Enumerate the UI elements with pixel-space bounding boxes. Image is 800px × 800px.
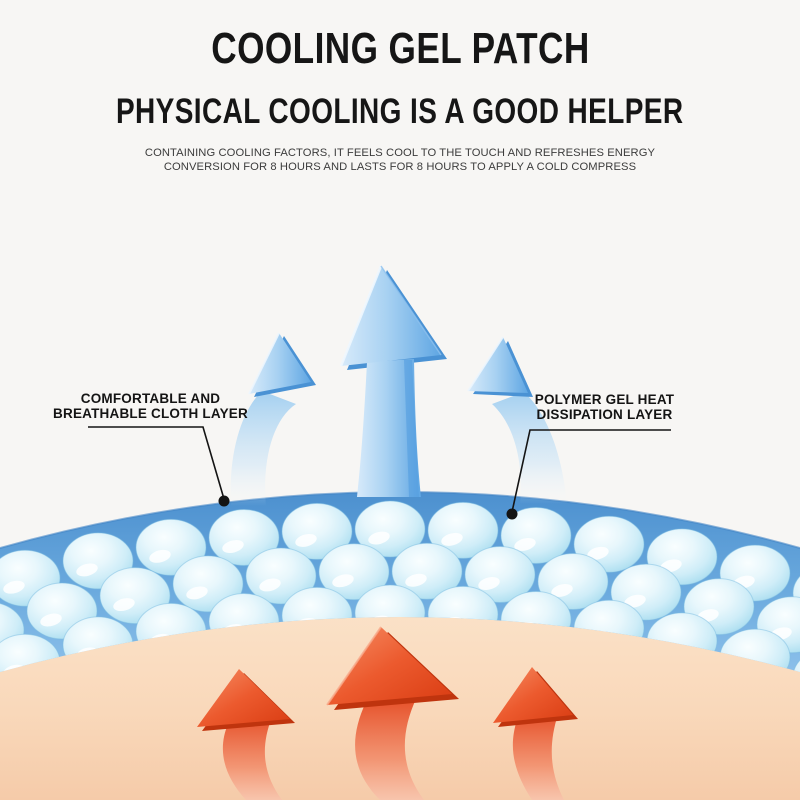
description: CONTAINING COOLING FACTORS, IT FEELS COO… [0, 147, 800, 174]
description-line-1: CONTAINING COOLING FACTORS, IT FEELS COO… [144, 147, 656, 159]
gel-layer-label-line-2: DISSIPATION LAYER [536, 407, 673, 422]
description-line-2: CONVERSION FOR 8 HOURS AND LASTS FOR 8 H… [163, 160, 637, 173]
leader-dot-left [218, 495, 230, 507]
callout-gel-layer: POLYMER GEL HEAT DISSIPATION LAYER [492, 392, 717, 422]
cool-arrow-left-icon [230, 332, 316, 506]
heat-arrow-right-icon [493, 667, 578, 800]
cool-arrow-right-icon [467, 336, 567, 504]
page-title-text: COOLING GEL PATCH [210, 24, 590, 73]
heat-arrow-center-icon [326, 626, 459, 800]
cloth-layer-label-line-2: BREATHABLE CLOTH LAYER [53, 406, 248, 421]
cool-arrow-center-icon [339, 265, 447, 497]
leader-dot-right [506, 508, 518, 520]
leader-line-left [88, 426, 230, 507]
gel-layer-label-line-1: POLYMER GEL HEAT [534, 392, 675, 407]
page-title: COOLING GEL PATCH [0, 24, 800, 74]
cloth-layer-label-line-1: COMFORTABLE AND [80, 391, 221, 406]
page-subtitle-text: PHYSICAL COOLING IS A GOOD HELPER [116, 92, 684, 131]
page-subtitle: PHYSICAL COOLING IS A GOOD HELPER [0, 92, 800, 132]
heat-arrow-left-icon [197, 669, 295, 800]
callout-cloth-layer: COMFORTABLE AND BREATHABLE CLOTH LAYER [28, 391, 273, 421]
leader-line-right [506, 429, 671, 520]
